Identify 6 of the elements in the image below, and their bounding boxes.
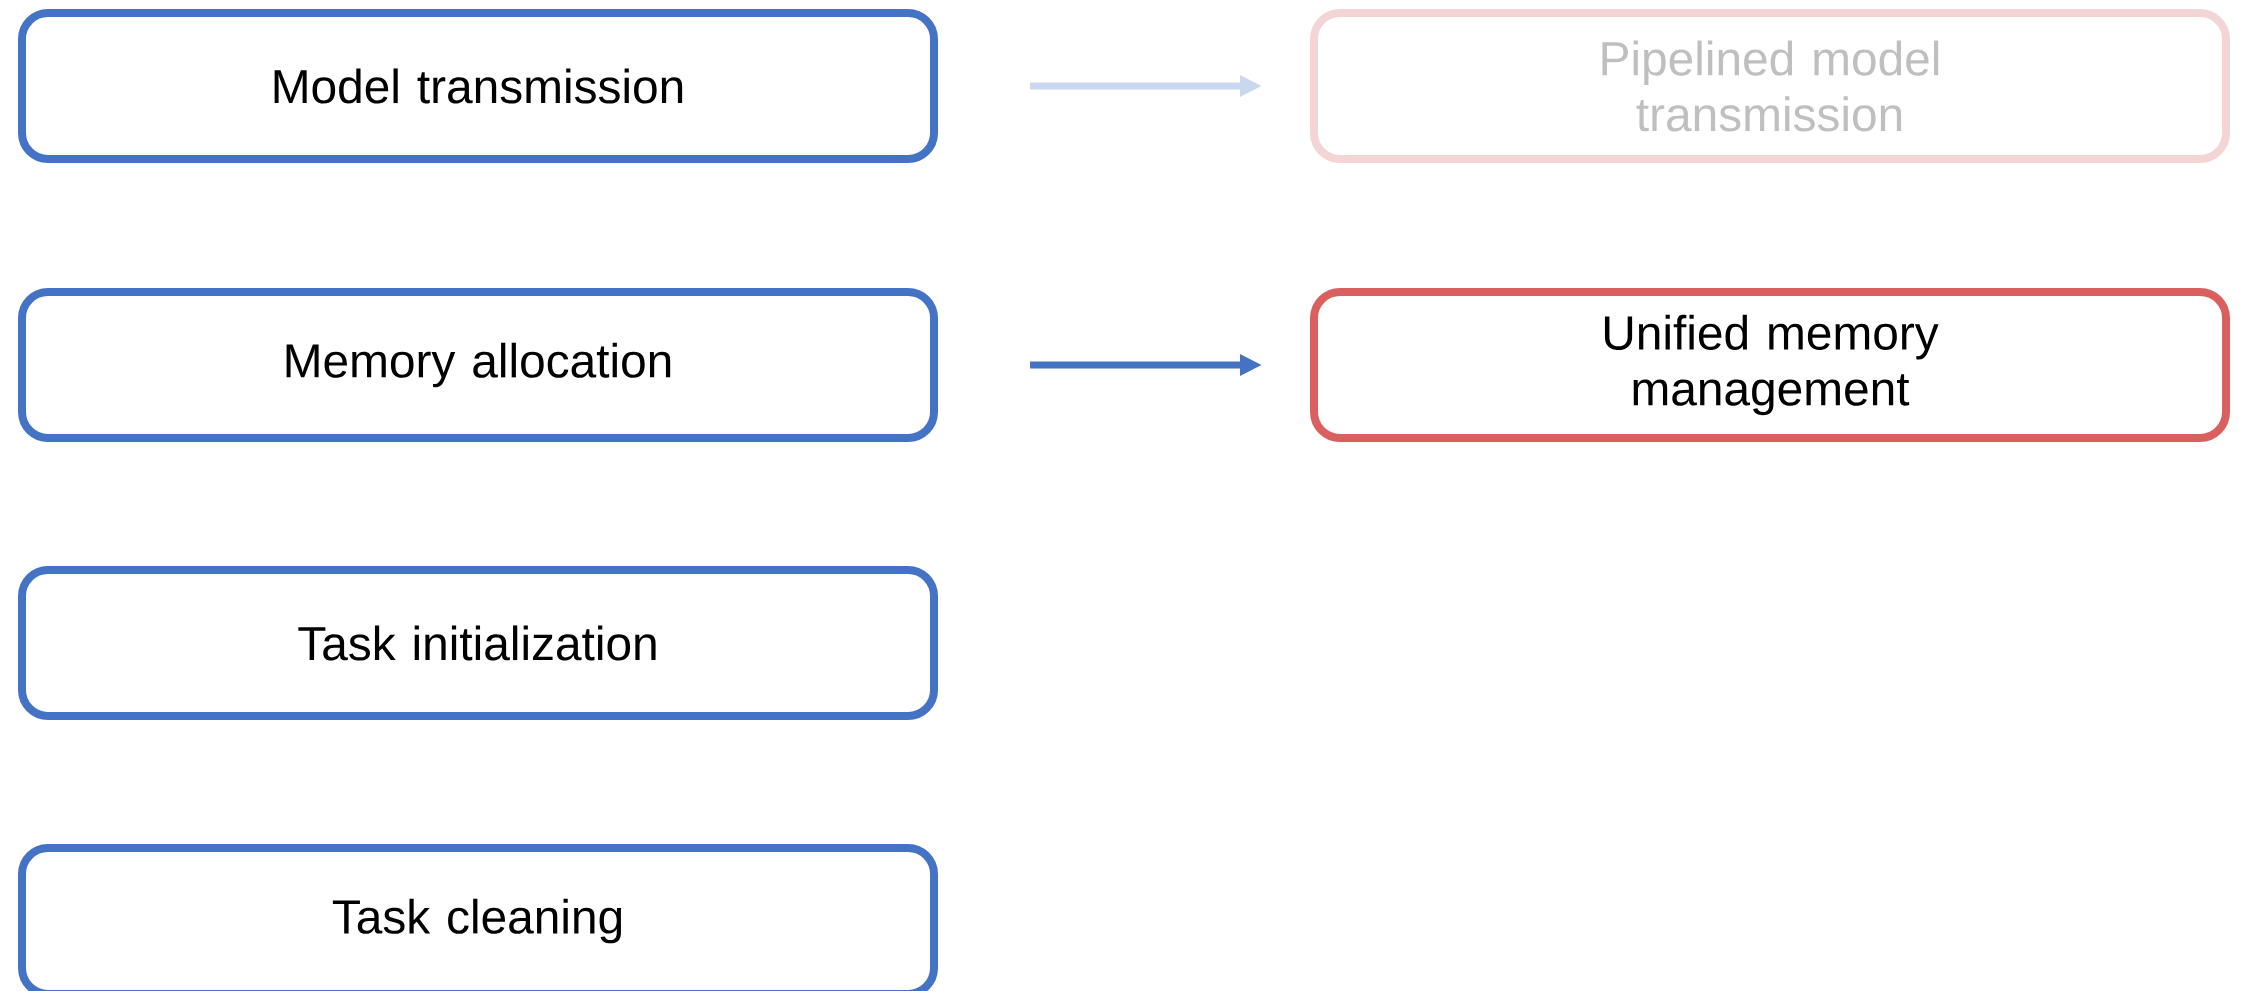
process-box: Unified memory management <box>1310 288 2231 442</box>
process-box: Task cleaning <box>18 844 938 991</box>
process-box: Memory allocation <box>18 288 938 442</box>
process-box: Pipelined model transmission <box>1310 9 2231 163</box>
process-box: Model transmission <box>18 9 938 163</box>
process-box: Task initialization <box>18 566 938 720</box>
